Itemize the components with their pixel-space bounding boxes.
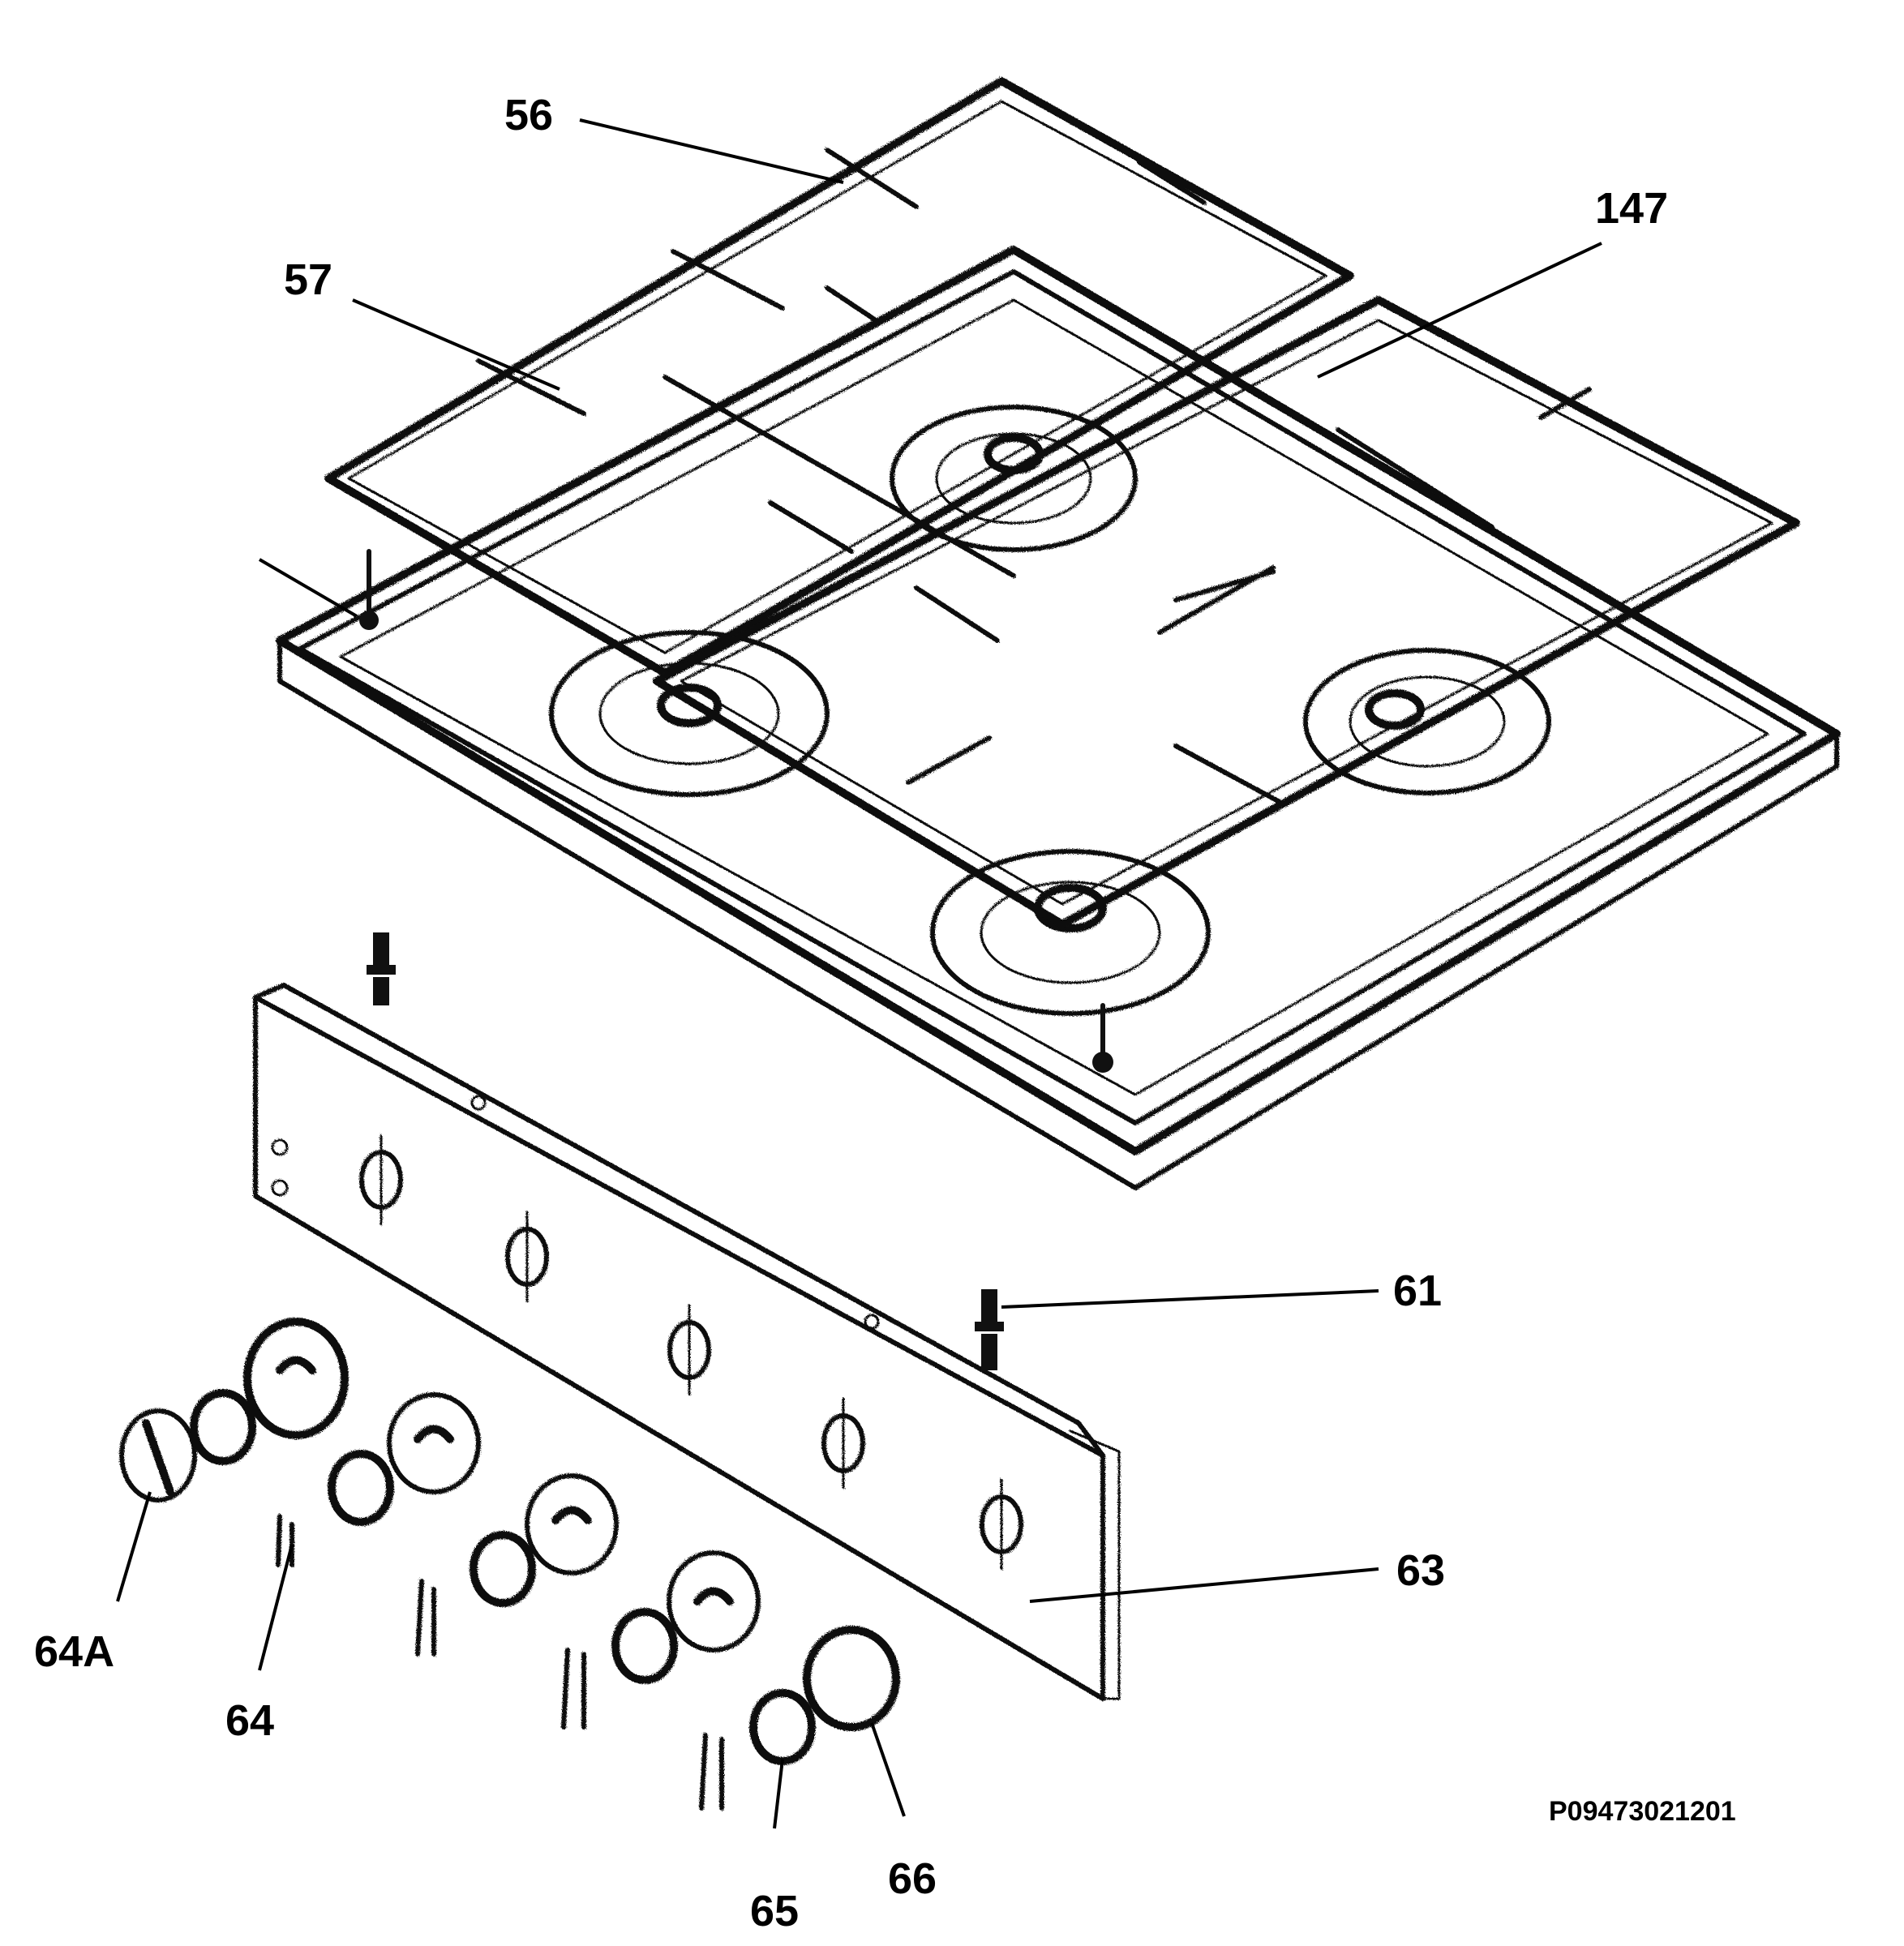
- callout-64a: 64A: [34, 1627, 114, 1676]
- callout-65: 65: [750, 1887, 799, 1935]
- bezel-row-3: [415, 1473, 619, 1657]
- hob-screw-left: [258, 549, 379, 630]
- bezel-row-5: [699, 1626, 900, 1811]
- pan-support-right: [653, 296, 1800, 928]
- leader-63: [1029, 1567, 1379, 1603]
- burner-right: [1303, 648, 1551, 795]
- leader-64a: [116, 1491, 152, 1602]
- knob-64a: [119, 1408, 197, 1502]
- callout-57: 57: [284, 255, 332, 304]
- pan-support-left: [324, 77, 1354, 677]
- bezel-row-1: [190, 1318, 349, 1465]
- leader-66: [870, 1722, 906, 1817]
- bezel-row-2: [276, 1392, 481, 1567]
- bezel-row-4: [561, 1550, 761, 1730]
- leader-57: [352, 298, 560, 391]
- leader-147: [1317, 242, 1602, 379]
- callout-66: 66: [888, 1854, 937, 1903]
- panel-screw-left: [367, 932, 396, 1005]
- leader-64: [258, 1544, 294, 1671]
- callout-63: 63: [1396, 1546, 1445, 1595]
- leader-lines: [116, 118, 1602, 1829]
- reference-code: P09473021201: [1549, 1796, 1736, 1827]
- hob-top-panel: [276, 246, 1841, 1190]
- leader-56: [579, 118, 844, 184]
- leader-65: [773, 1759, 784, 1829]
- callout-56: 56: [504, 91, 553, 139]
- control-panel: [253, 983, 1121, 1701]
- callout-61: 61: [1393, 1267, 1442, 1315]
- leader-61: [1001, 1289, 1379, 1309]
- hob-screw-front: [1092, 1003, 1113, 1073]
- burner-front-center: [930, 849, 1211, 1016]
- panel-screw-right: [975, 1289, 1004, 1370]
- callout-64: 64: [225, 1696, 274, 1745]
- callout-147: 147: [1595, 184, 1668, 233]
